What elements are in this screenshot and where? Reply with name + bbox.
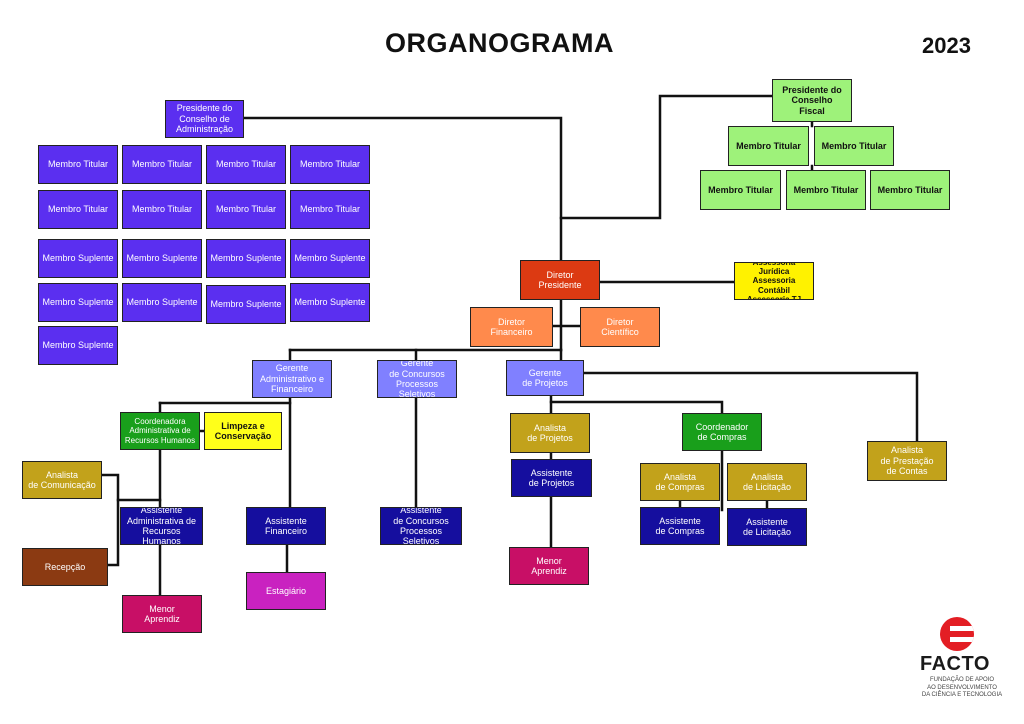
ca-suplente-1: Membro Suplente: [38, 239, 118, 278]
analista-projetos: Analista de Projetos: [510, 413, 590, 453]
limpeza: Limpeza e Conservação: [204, 412, 282, 450]
ca-suplente-8: Membro Suplente: [290, 283, 370, 322]
facto-logo: FACTO FUNDAÇÃO DE APOIO AO DESENVOLVIMEN…: [912, 617, 1012, 717]
gerente-projetos: Gerente de Projetos: [506, 360, 584, 396]
ca-suplente-2: Membro Suplente: [122, 239, 202, 278]
ca-titular-6: Membro Titular: [122, 190, 202, 229]
diretor-presidente: Diretor Presidente: [520, 260, 600, 300]
year-label: 2023: [922, 33, 971, 58]
ca-suplente-5: Membro Suplente: [38, 283, 118, 322]
logo-subtitle: FUNDAÇÃO DE APOIO AO DESENVOLVIMENTO DA …: [921, 677, 1003, 698]
pres-conselho-fiscal: Presidente do Conselho Fiscal: [772, 79, 852, 122]
menor-aprendiz-2: Menor Aprendiz: [509, 547, 589, 585]
ca-titular-7: Membro Titular: [206, 190, 286, 229]
ca-titular-8: Membro Titular: [290, 190, 370, 229]
cf-titular-2: Membro Titular: [814, 126, 894, 166]
coord-rh: Coordenadora Administrativa de Recursos …: [120, 412, 200, 450]
ca-suplente-3: Membro Suplente: [206, 239, 286, 278]
assistente-concursos: Assistente de Concursos Processos Seleti…: [380, 507, 462, 545]
assistente-compras: Assistente de Compras: [640, 507, 720, 545]
analista-comunicacao: Analista de Comunicação: [22, 461, 102, 499]
analista-compras: Analista de Compras: [640, 463, 720, 501]
analista-prestacao-contas: Analista de Prestação de Contas: [867, 441, 947, 481]
assistente-projetos: Assistente de Projetos: [511, 459, 592, 497]
ca-titular-3: Membro Titular: [206, 145, 286, 184]
ca-titular-2: Membro Titular: [122, 145, 202, 184]
diretor-financeiro: Diretor Financeiro: [470, 307, 553, 347]
assistente-financeiro: Assistente Financeiro: [246, 507, 326, 545]
cf-titular-3: Membro Titular: [700, 170, 781, 210]
pres-conselho-adm: Presidente do Conselho de Administração: [165, 100, 244, 138]
cf-titular-4: Membro Titular: [786, 170, 866, 210]
assistente-licitacao: Assistente de Licitação: [727, 508, 807, 546]
ca-suplente-6: Membro Suplente: [122, 283, 202, 322]
recepcao: Recepção: [22, 548, 108, 586]
diretor-cientifico: Diretor Científico: [580, 307, 660, 347]
gerente-concursos: Gerente de Concursos Processos Seletivos: [377, 360, 457, 398]
assistente-rh: Assistente Administrativa de Recursos Hu…: [120, 507, 203, 545]
logo-name: FACTO: [920, 653, 990, 675]
ca-suplente-9: Membro Suplente: [38, 326, 118, 365]
analista-licitacao: Analista de Licitação: [727, 463, 807, 501]
ca-titular-1: Membro Titular: [38, 145, 118, 184]
cf-titular-1: Membro Titular: [728, 126, 809, 166]
coord-compras: Coordenador de Compras: [682, 413, 762, 451]
cf-titular-5: Membro Titular: [870, 170, 950, 210]
ca-suplente-4: Membro Suplente: [290, 239, 370, 278]
assessorias: Assessoria Jurídica Assessoria Contábil …: [734, 262, 814, 300]
ca-titular-5: Membro Titular: [38, 190, 118, 229]
gerente-adm-fin: Gerente Administrativo e Financeiro: [252, 360, 332, 398]
ca-suplente-7: Membro Suplente: [206, 285, 286, 324]
menor-aprendiz-1: Menor Aprendiz: [122, 595, 202, 633]
facto-logo-mark: [940, 617, 974, 651]
ca-titular-4: Membro Titular: [290, 145, 370, 184]
page-title: ORGANOGRAMA: [385, 28, 614, 58]
estagiario: Estagiário: [246, 572, 326, 610]
